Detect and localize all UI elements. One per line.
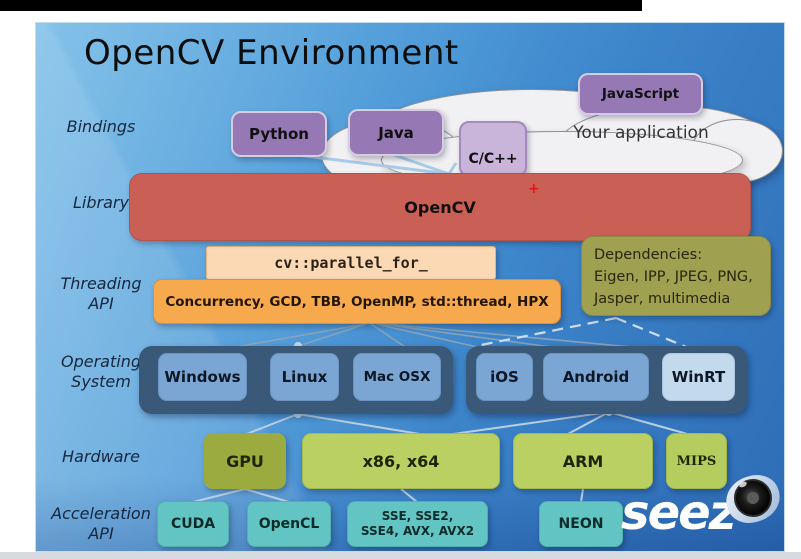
red-plus-marker: + — [528, 181, 540, 197]
os-windows-box: Windows — [158, 353, 247, 401]
row-label-threading-api: Threading API — [60, 274, 142, 313]
accel-neon-box: NEON — [539, 501, 623, 547]
row-label-operating-system: Operating System — [61, 352, 141, 391]
dependencies-box: Dependencies: Eigen, IPP, JPEG, PNG, Jas… — [581, 236, 771, 316]
row-label-bindings: Bindings — [66, 117, 136, 136]
os-linux-box: Linux — [270, 353, 339, 401]
os-ios-box: iOS — [476, 353, 533, 401]
opencv-environment-slide: OpenCV Environment Bindings Library Thre… — [35, 22, 785, 552]
cpp-binding-box: C/C++ — [459, 121, 527, 177]
bottom-gray-strip — [0, 552, 801, 559]
javascript-binding-box: JavaScript — [578, 73, 703, 115]
hardware-x86-box: x86, x64 — [302, 433, 500, 489]
row-label-hardware: Hardware — [62, 447, 140, 466]
slide-title: OpenCV Environment — [84, 33, 459, 73]
itseez-eye-icon — [720, 468, 784, 530]
os-winrt-box: WinRT — [662, 353, 735, 401]
itseez-logo-text: seez — [621, 485, 737, 541]
accel-cuda-box: CUDA — [157, 501, 229, 547]
top-black-bar — [0, 0, 642, 11]
python-binding-box: Python — [231, 111, 327, 157]
hardware-arm-box: ARM — [513, 433, 653, 489]
row-label-acceleration-api: Acceleration API — [51, 504, 151, 543]
opencv-library-box: OpenCV — [129, 173, 751, 241]
parallel-for-box: cv::parallel_for_ — [206, 246, 496, 280]
java-binding-box: Java — [348, 109, 444, 156]
hardware-gpu-box: GPU — [204, 433, 286, 489]
os-android-box: Android — [543, 353, 649, 401]
os-macosx-box: Mac OSX — [353, 353, 441, 401]
hardware-mips-box: MIPS — [666, 433, 727, 489]
row-label-library: Library — [73, 193, 129, 212]
accel-sse-box: SSE, SSE2, SSE4, AVX, AVX2 — [347, 501, 488, 547]
threading-apis-box: Concurrency, GCD, TBB, OpenMP, std::thre… — [153, 279, 561, 324]
connector-lines — [192, 151, 702, 503]
your-application-label: Your application — [573, 123, 709, 143]
eye-pupil — [747, 492, 759, 504]
accel-opencl-box: OpenCL — [247, 501, 331, 547]
